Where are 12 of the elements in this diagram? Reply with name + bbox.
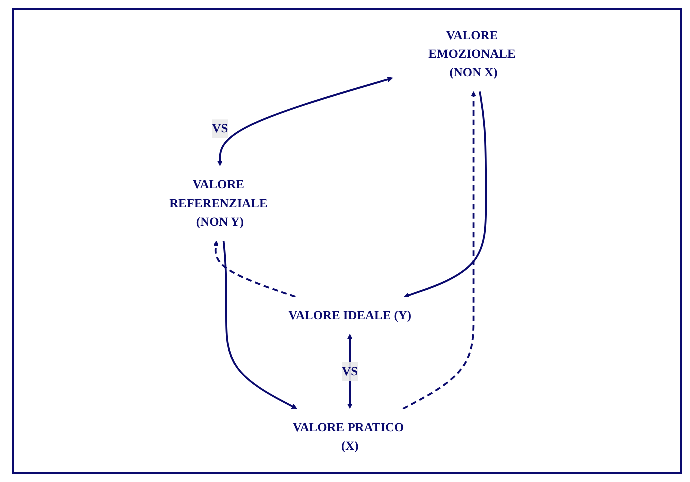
node-text: VALORE IDEALE (Y): [288, 308, 412, 323]
node-text: VALORE EMOZIONALE (NON X): [428, 28, 516, 80]
arrow: [213, 240, 296, 298]
arrow: [347, 334, 353, 410]
node-text: VALORE REFERENZIALE (NON Y): [170, 178, 268, 230]
arrow: [222, 240, 298, 410]
edge-label: VS: [342, 364, 358, 379]
node-text: VALORE PRATICO (X): [292, 420, 404, 454]
edge-label: VS: [212, 122, 228, 136]
arrow: [402, 91, 477, 410]
arrow: [217, 76, 394, 166]
arrow: [404, 92, 488, 298]
